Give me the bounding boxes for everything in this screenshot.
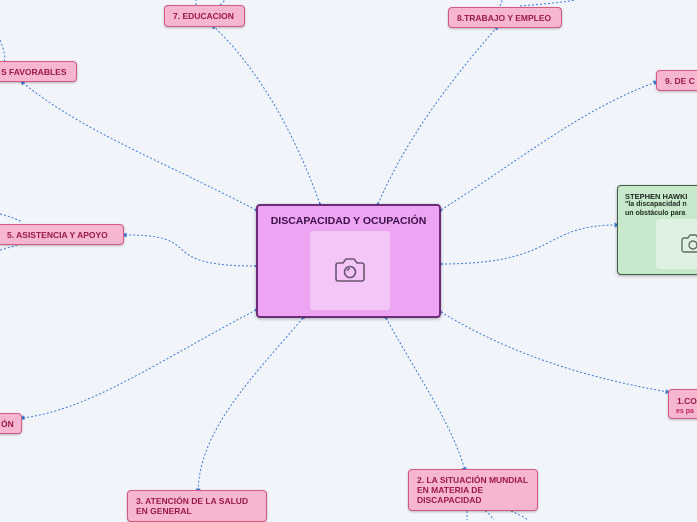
- topic-trabajo-empleo[interactable]: 8.TRABAJO Y EMPLEO: [448, 7, 562, 28]
- topic-co-subtext: es pa: [676, 408, 694, 415]
- topic-on[interactable]: ÓN: [0, 413, 22, 434]
- link-educacion: [211, 24, 324, 208]
- link-trabajo-child-b: [519, 0, 576, 7]
- link-asistencia: [121, 232, 259, 269]
- link-on: [19, 306, 260, 421]
- link-salud: [195, 314, 307, 494]
- quote-author: STEPHEN HAWKI: [625, 192, 688, 201]
- topic-asistencia-apoyo[interactable]: 5. ASISTENCIA Y APOYO: [0, 224, 124, 245]
- topic-co[interactable]: 1.CO: [668, 389, 697, 419]
- topic-condiciones-favorables[interactable]: S FAVORABLES: [0, 61, 77, 82]
- quote-text: "la discapacidad n un obstáculo para: [625, 201, 687, 217]
- link-trabajo-child-a: [499, 0, 503, 7]
- camera-icon: [681, 234, 697, 253]
- central-title: DISCAPACIDAD Y OCUPACIÓN: [270, 215, 427, 227]
- topic-situacion-mundial[interactable]: 2. LA SITUACIÓN MUNDIAL EN MATERIA DE DI…: [408, 469, 538, 511]
- link-educacion-child-b: [219, 0, 226, 6]
- link-asistencia-child-a: [0, 213, 23, 223]
- link-co: [437, 308, 671, 395]
- central-image-placeholder: [310, 231, 390, 310]
- link-situacion-child-c: [510, 510, 529, 520]
- central-topic[interactable]: DISCAPACIDAD Y OCUPACIÓN: [256, 204, 441, 318]
- camera-icon: [335, 258, 365, 282]
- link-quote: [438, 222, 620, 267]
- link-favorables: [20, 80, 260, 214]
- link-situacion: [382, 314, 467, 473]
- quote-stephen-hawking[interactable]: STEPHEN HAWKI "la discapacidad n un obst…: [617, 185, 697, 275]
- link-trabajo: [374, 25, 499, 208]
- quote-image-placeholder: [656, 219, 697, 269]
- link-asistencia-child-b: [0, 243, 21, 251]
- topic-educacion[interactable]: 7. EDUCACION: [164, 5, 245, 27]
- link-de-c: [437, 80, 659, 214]
- topic-de-c[interactable]: 9. DE C: [656, 70, 697, 91]
- topic-atencion-salud[interactable]: 3. ATENCIÓN DE LA SALUD EN GENERAL: [127, 490, 267, 522]
- link-situacion-child-b: [484, 510, 494, 520]
- link-favorables-child: [0, 39, 6, 63]
